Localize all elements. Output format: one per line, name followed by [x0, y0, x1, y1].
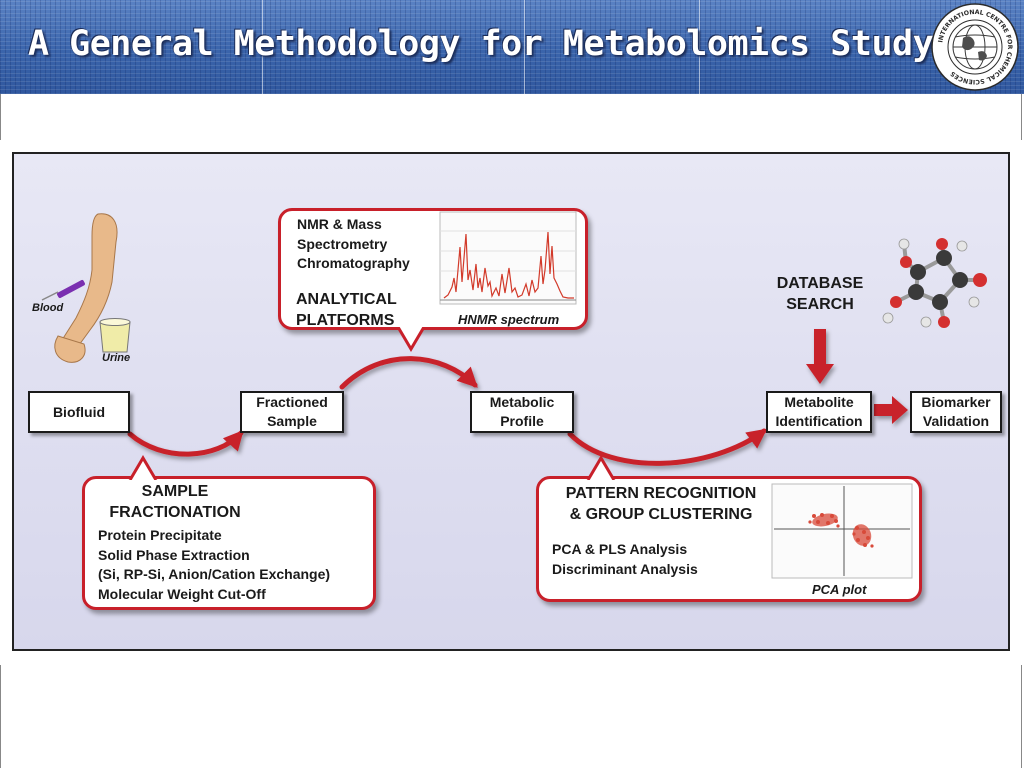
biomarker-validation-node: Biomarker Validation: [910, 391, 1002, 433]
flow-arrow-fractioned-to-metabolic: [339, 356, 478, 390]
hnmr-spectrum-caption: HNMR spectrum: [458, 312, 560, 327]
pca-plot-caption: PCA plot: [812, 582, 867, 597]
metabolite-identification-node: Metabolite Identification: [766, 391, 872, 433]
database-search-label: DATABASE SEARCH: [776, 275, 864, 313]
validation-arrow: [874, 396, 908, 424]
pattern-callout-pointer: [586, 455, 616, 480]
header-divider: [524, 0, 525, 94]
analytical-platforms-title: ANALYTICAL PLATFORMS: [296, 291, 397, 329]
header-divider: [699, 0, 700, 94]
sample-fractionation-items: Protein Precipitate Solid Phase Extracti…: [98, 527, 331, 602]
arm-illustration: [41, 213, 118, 363]
sample-fractionation-callout: [82, 476, 376, 610]
slide-edge-line: [0, 94, 1, 140]
metabolic-profile-node: Metabolic Profile: [470, 391, 574, 433]
analytical-callout-pointer: [396, 327, 426, 352]
flow-arrow-biofluid-to-fractioned: [127, 430, 244, 457]
urine-label: Urine: [102, 352, 131, 364]
blood-label: Blood: [32, 302, 64, 314]
biofluid-node: Biofluid: [28, 391, 130, 433]
slide-edge-line: [0, 665, 1, 768]
molecule-icon: [882, 238, 987, 328]
pca-plot-overlay: [771, 483, 913, 579]
methodology-diagram: Blood Urine NMR & Mass Spectrometry Chro…: [12, 152, 1010, 651]
globe-seal-icon: INTERNATIONAL CENTRE FOR CHEMICAL SCIENC…: [931, 3, 1019, 91]
sample-fractionation-title: SAMPLE FRACTIONATION: [109, 483, 241, 521]
fractionation-callout-pointer: [128, 455, 158, 480]
slide-title: A General Methodology for Metabolomics S…: [28, 24, 934, 64]
fractioned-sample-node: Fractioned Sample: [240, 391, 344, 433]
analytical-methods: NMR & Mass Spectrometry Chromatography: [297, 216, 410, 271]
database-down-arrow: [806, 329, 834, 384]
pattern-recognition-title: PATTERN RECOGNITION & GROUP CLUSTERING: [565, 485, 757, 523]
flow-arrow-metabolic-to-identification: [567, 428, 768, 466]
slide-edge-line: [1021, 665, 1022, 768]
pattern-recognition-items: PCA & PLS Analysis Discriminant Analysis: [552, 541, 698, 577]
hnmr-spectrum-overlay: [439, 211, 577, 305]
urine-cup-icon: [99, 318, 131, 353]
header-divider: [262, 0, 263, 94]
slide-edge-line: [1021, 94, 1022, 140]
slide-header: A General Methodology for Metabolomics S…: [0, 0, 1024, 94]
